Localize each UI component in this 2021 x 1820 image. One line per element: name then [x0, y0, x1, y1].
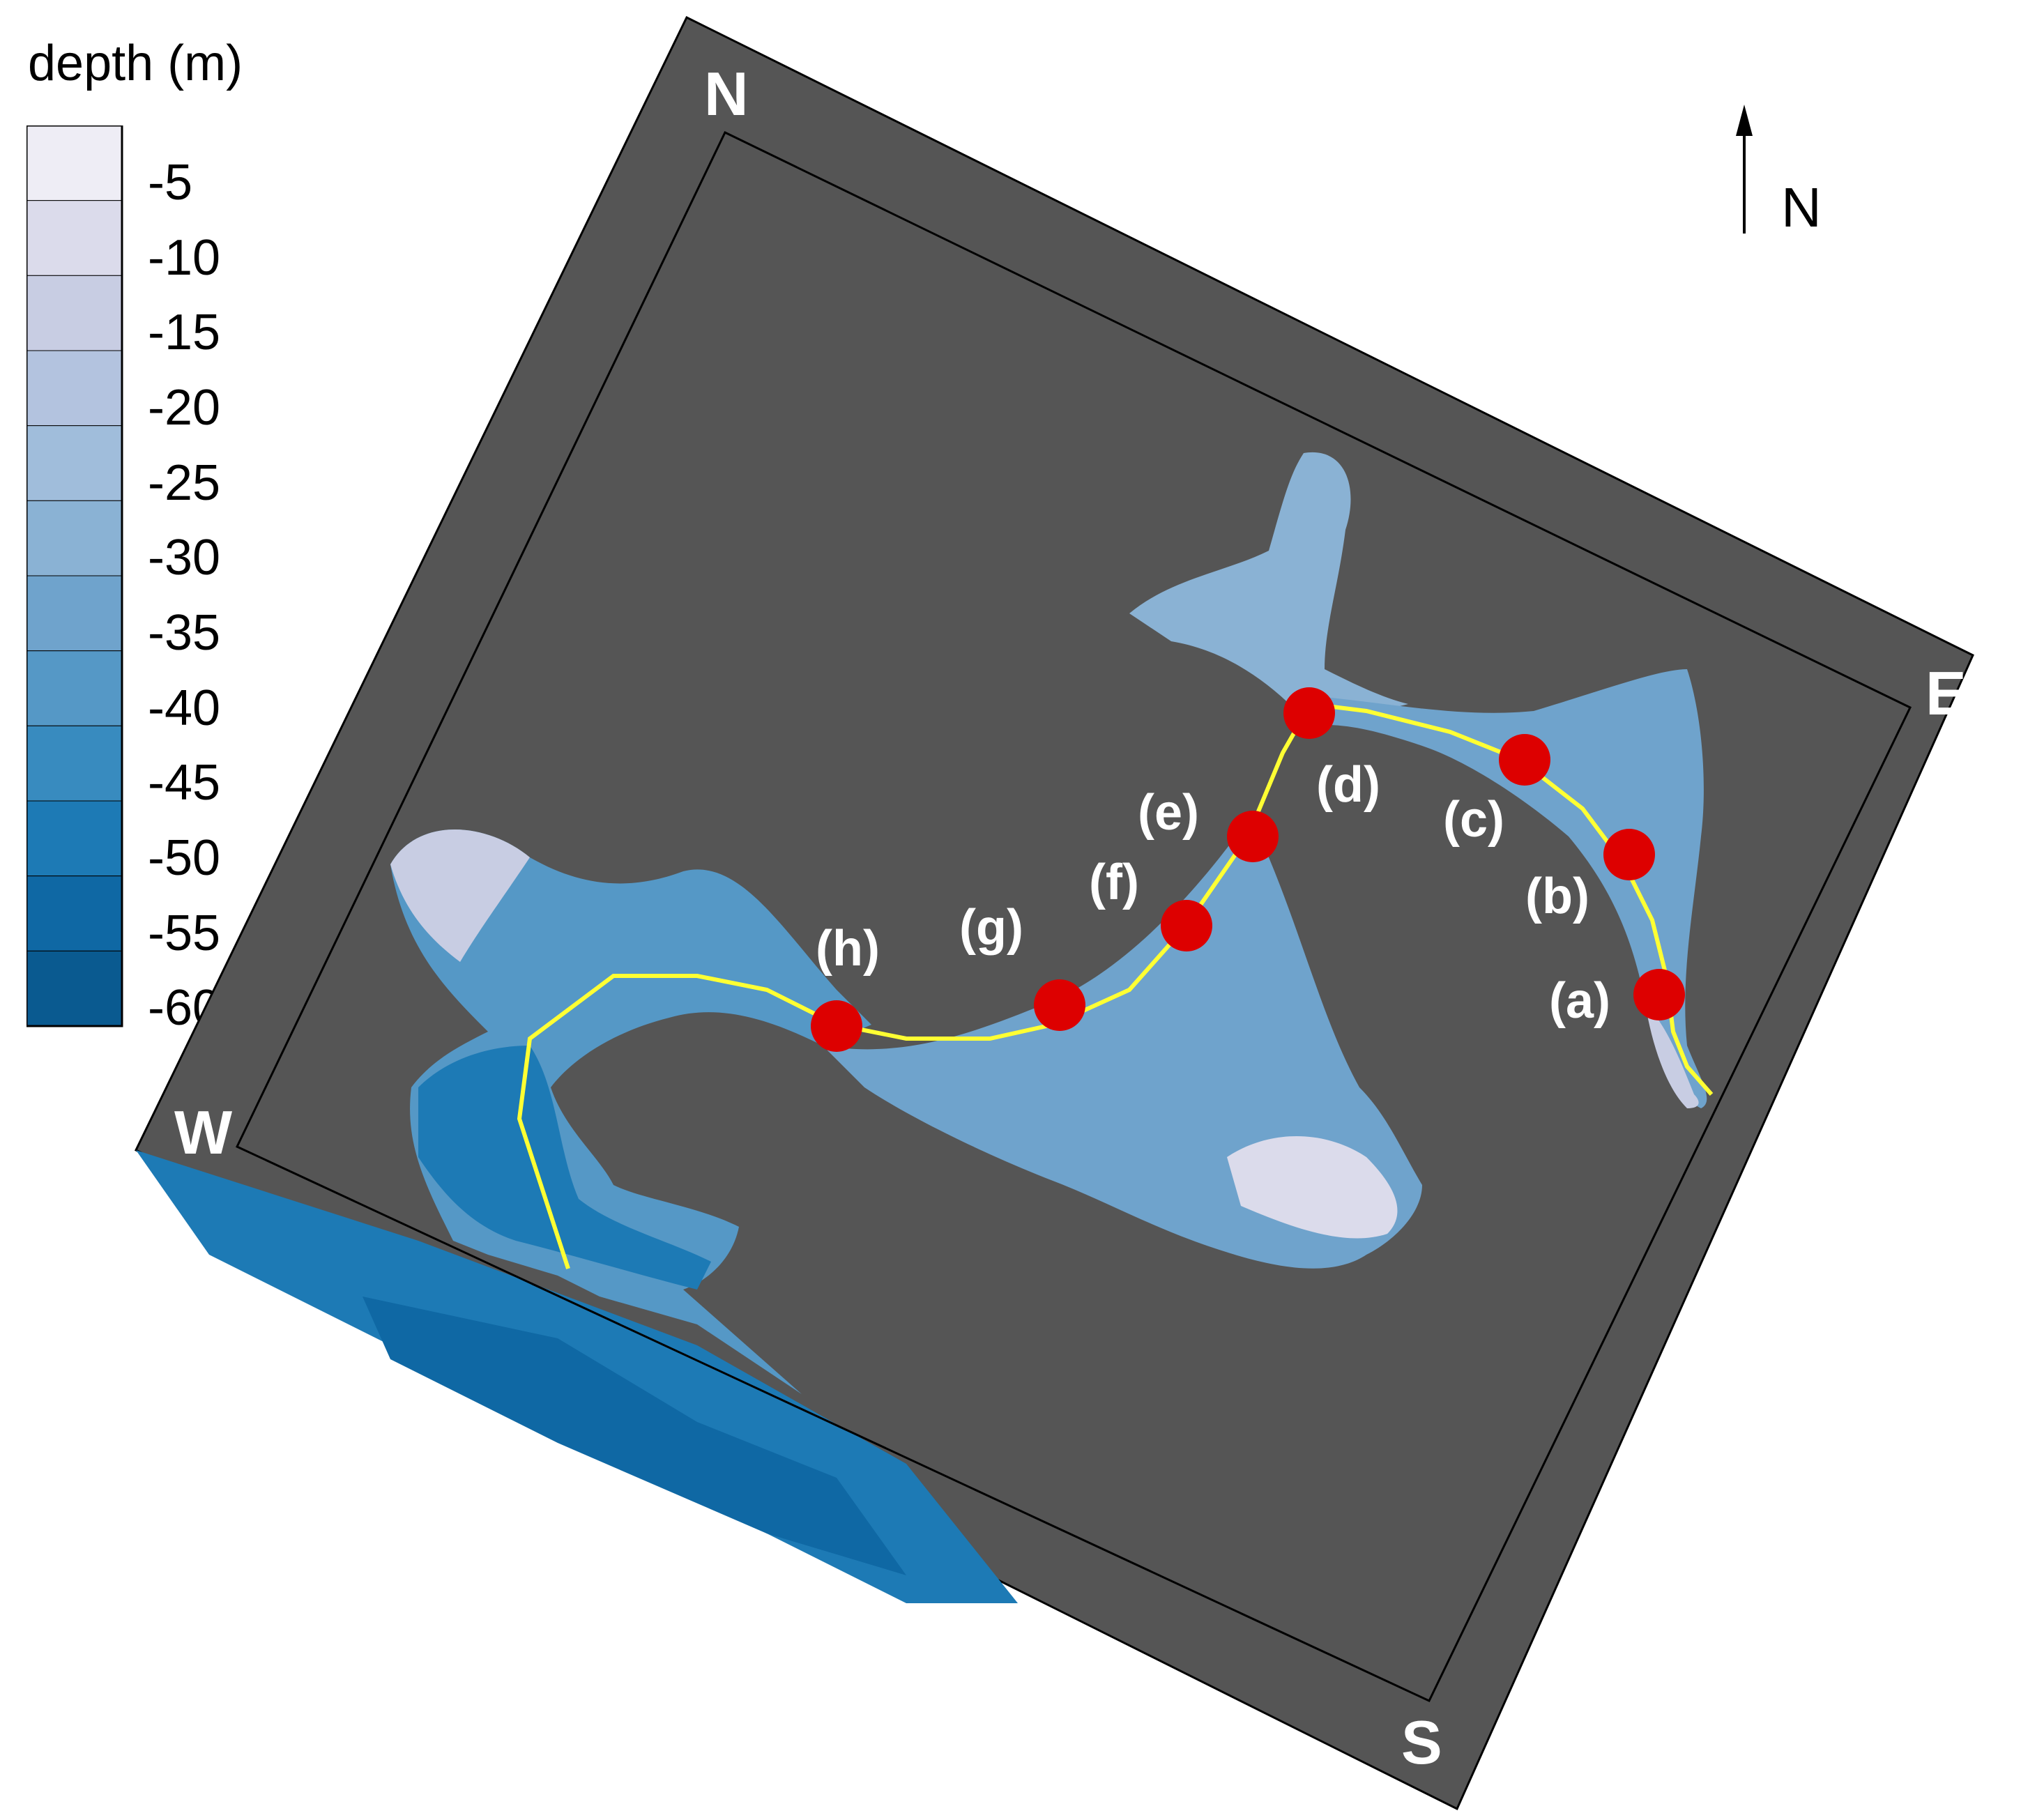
depth-colorbar	[26, 125, 123, 1027]
station-marker-f[interactable]	[1161, 900, 1212, 951]
north-arrow-label: N	[1781, 176, 1822, 238]
legend-swatch-minus10	[26, 200, 123, 276]
legend-swatch-minus20	[26, 350, 123, 427]
station-label-a: (a)	[1549, 973, 1610, 1029]
water-northeast-arm	[1325, 669, 1707, 1108]
offshore-deeper-water	[363, 1297, 906, 1575]
legend-label: -5	[148, 154, 193, 211]
north-arrow-icon	[1736, 105, 1753, 136]
compass-south-label: S	[1401, 1708, 1442, 1777]
legend-label: -15	[148, 305, 221, 361]
water-southeast-shallow	[1645, 1004, 1699, 1108]
station-marker-g[interactable]	[1034, 979, 1085, 1031]
legend-swatch-minus40	[26, 650, 123, 726]
legend-label: -50	[148, 829, 221, 886]
legend-label: -10	[148, 229, 221, 286]
station-label-b: (b)	[1525, 869, 1589, 924]
station-marker-c[interactable]	[1499, 734, 1550, 786]
legend-label: -25	[148, 454, 221, 511]
station-label-h: (h)	[816, 921, 880, 977]
station-label-f: (f)	[1089, 855, 1139, 910]
water-west-channel-deep	[418, 1046, 711, 1290]
compass-west-label: W	[174, 1098, 232, 1167]
legend-swatch-minus30	[26, 500, 123, 576]
water-west-basin	[390, 829, 871, 1394]
legend-title: depth (m)	[28, 36, 243, 91]
legend-swatch-minus5	[26, 125, 123, 201]
station-marker-b[interactable]	[1603, 829, 1655, 880]
legend-label: -45	[148, 755, 221, 811]
station-label-e: (e)	[1138, 785, 1199, 841]
station-label-d: (d)	[1316, 757, 1380, 813]
water-north-arm	[1129, 452, 1408, 725]
station-marker-h[interactable]	[811, 1000, 862, 1052]
station-marker-d[interactable]	[1283, 687, 1335, 739]
station-marker-e[interactable]	[1227, 811, 1279, 862]
water-west-shallow	[390, 829, 530, 962]
station-label-g: (g)	[959, 900, 1023, 956]
station-marker-a[interactable]	[1633, 969, 1685, 1020]
legend-swatch-minus50	[26, 800, 123, 877]
legend-label: -20	[148, 379, 221, 436]
legend-label: -35	[148, 604, 221, 661]
legend-swatch-minus55	[26, 875, 123, 951]
station-label-c: (c)	[1443, 792, 1504, 848]
compass-east-label: E	[1925, 659, 1967, 728]
legend-label: -40	[148, 680, 221, 736]
inner-frame	[235, 130, 1912, 1702]
legend-label: -55	[148, 905, 221, 961]
legend-label: -30	[148, 530, 221, 586]
water-central-shallow-south	[1227, 1136, 1398, 1239]
compass-north-label: N	[704, 59, 749, 128]
